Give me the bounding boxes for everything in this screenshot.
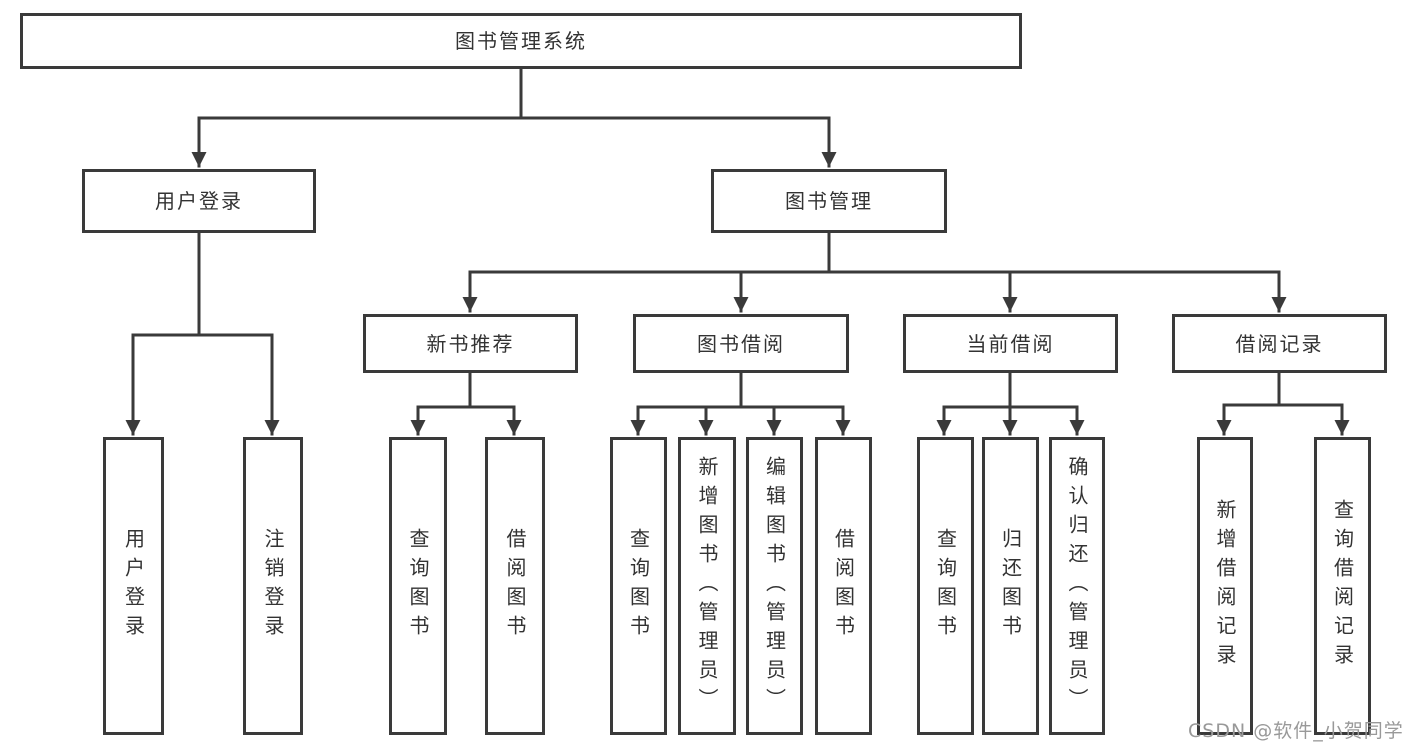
node-confirm-return-admin: 确认归还（管理员） [1049,437,1105,735]
connector-borrowrecords-to-children [1216,371,1350,436]
node-label: 查询借阅记录 [1330,499,1355,673]
node-label: 归还图书 [998,528,1023,644]
node-label: 查询图书 [406,528,430,644]
node-label: 注销登录 [261,528,285,644]
node-query-books-under-recommend: 查询图书 [389,437,447,735]
node-label: 用户登录 [155,189,243,213]
node-current-borrow: 当前借阅 [903,314,1118,373]
node-user-login: 用户登录 [82,169,316,233]
node-label: 借阅图书 [831,528,856,644]
node-label: 图书管理 [785,189,873,213]
node-borrow-books-under-recommend: 借阅图书 [485,437,545,735]
node-label: 新书推荐 [426,331,515,356]
node-return-book: 归还图书 [982,437,1039,735]
connector-bookborrow-to-children [630,371,851,436]
node-label: 借阅图书 [503,528,527,644]
connector-root-to-level2 [191,67,837,168]
node-query-books-under-borrow: 查询图书 [610,437,667,735]
node-label: 借阅记录 [1235,331,1324,356]
node-label: 编辑图书（管理员） [762,455,787,717]
node-label: 图书借阅 [697,331,785,356]
node-label: 查询图书 [626,528,651,644]
node-label: 新增图书（管理员） [695,455,719,717]
node-label: 当前借阅 [966,331,1055,356]
csdn-watermark: CSDN @软件_小贺同学 [1188,720,1404,742]
node-query-borrow-record: 查询借阅记录 [1314,437,1371,735]
node-label: 图书管理系统 [455,29,587,53]
node-query-books-under-current: 查询图书 [917,437,974,735]
node-book-borrow: 图书借阅 [633,314,849,373]
connector-newbook-to-children [410,371,522,436]
node-book-management: 图书管理 [711,169,947,233]
node-new-book-recommend: 新书推荐 [363,314,578,373]
node-borrow-records: 借阅记录 [1172,314,1387,373]
node-add-book-admin: 新增图书（管理员） [678,437,736,735]
node-label: 确认归还（管理员） [1065,455,1089,717]
node-edit-book-admin: 编辑图书（管理员） [746,437,803,735]
node-user-login-action: 用户登录 [103,437,164,735]
connector-userlogin-to-children [125,229,280,436]
node-label: 查询图书 [933,528,958,644]
node-label: 用户登录 [121,528,146,644]
node-add-borrow-record: 新增借阅记录 [1197,437,1253,735]
node-logout-action: 注销登录 [243,437,303,735]
connector-bookmgmt-to-level3 [462,229,1287,313]
connector-currentborrow-to-children [936,371,1085,436]
node-borrow-books-under-borrow: 借阅图书 [815,437,872,735]
node-root: 图书管理系统 [20,13,1022,69]
node-label: 新增借阅记录 [1213,499,1237,673]
